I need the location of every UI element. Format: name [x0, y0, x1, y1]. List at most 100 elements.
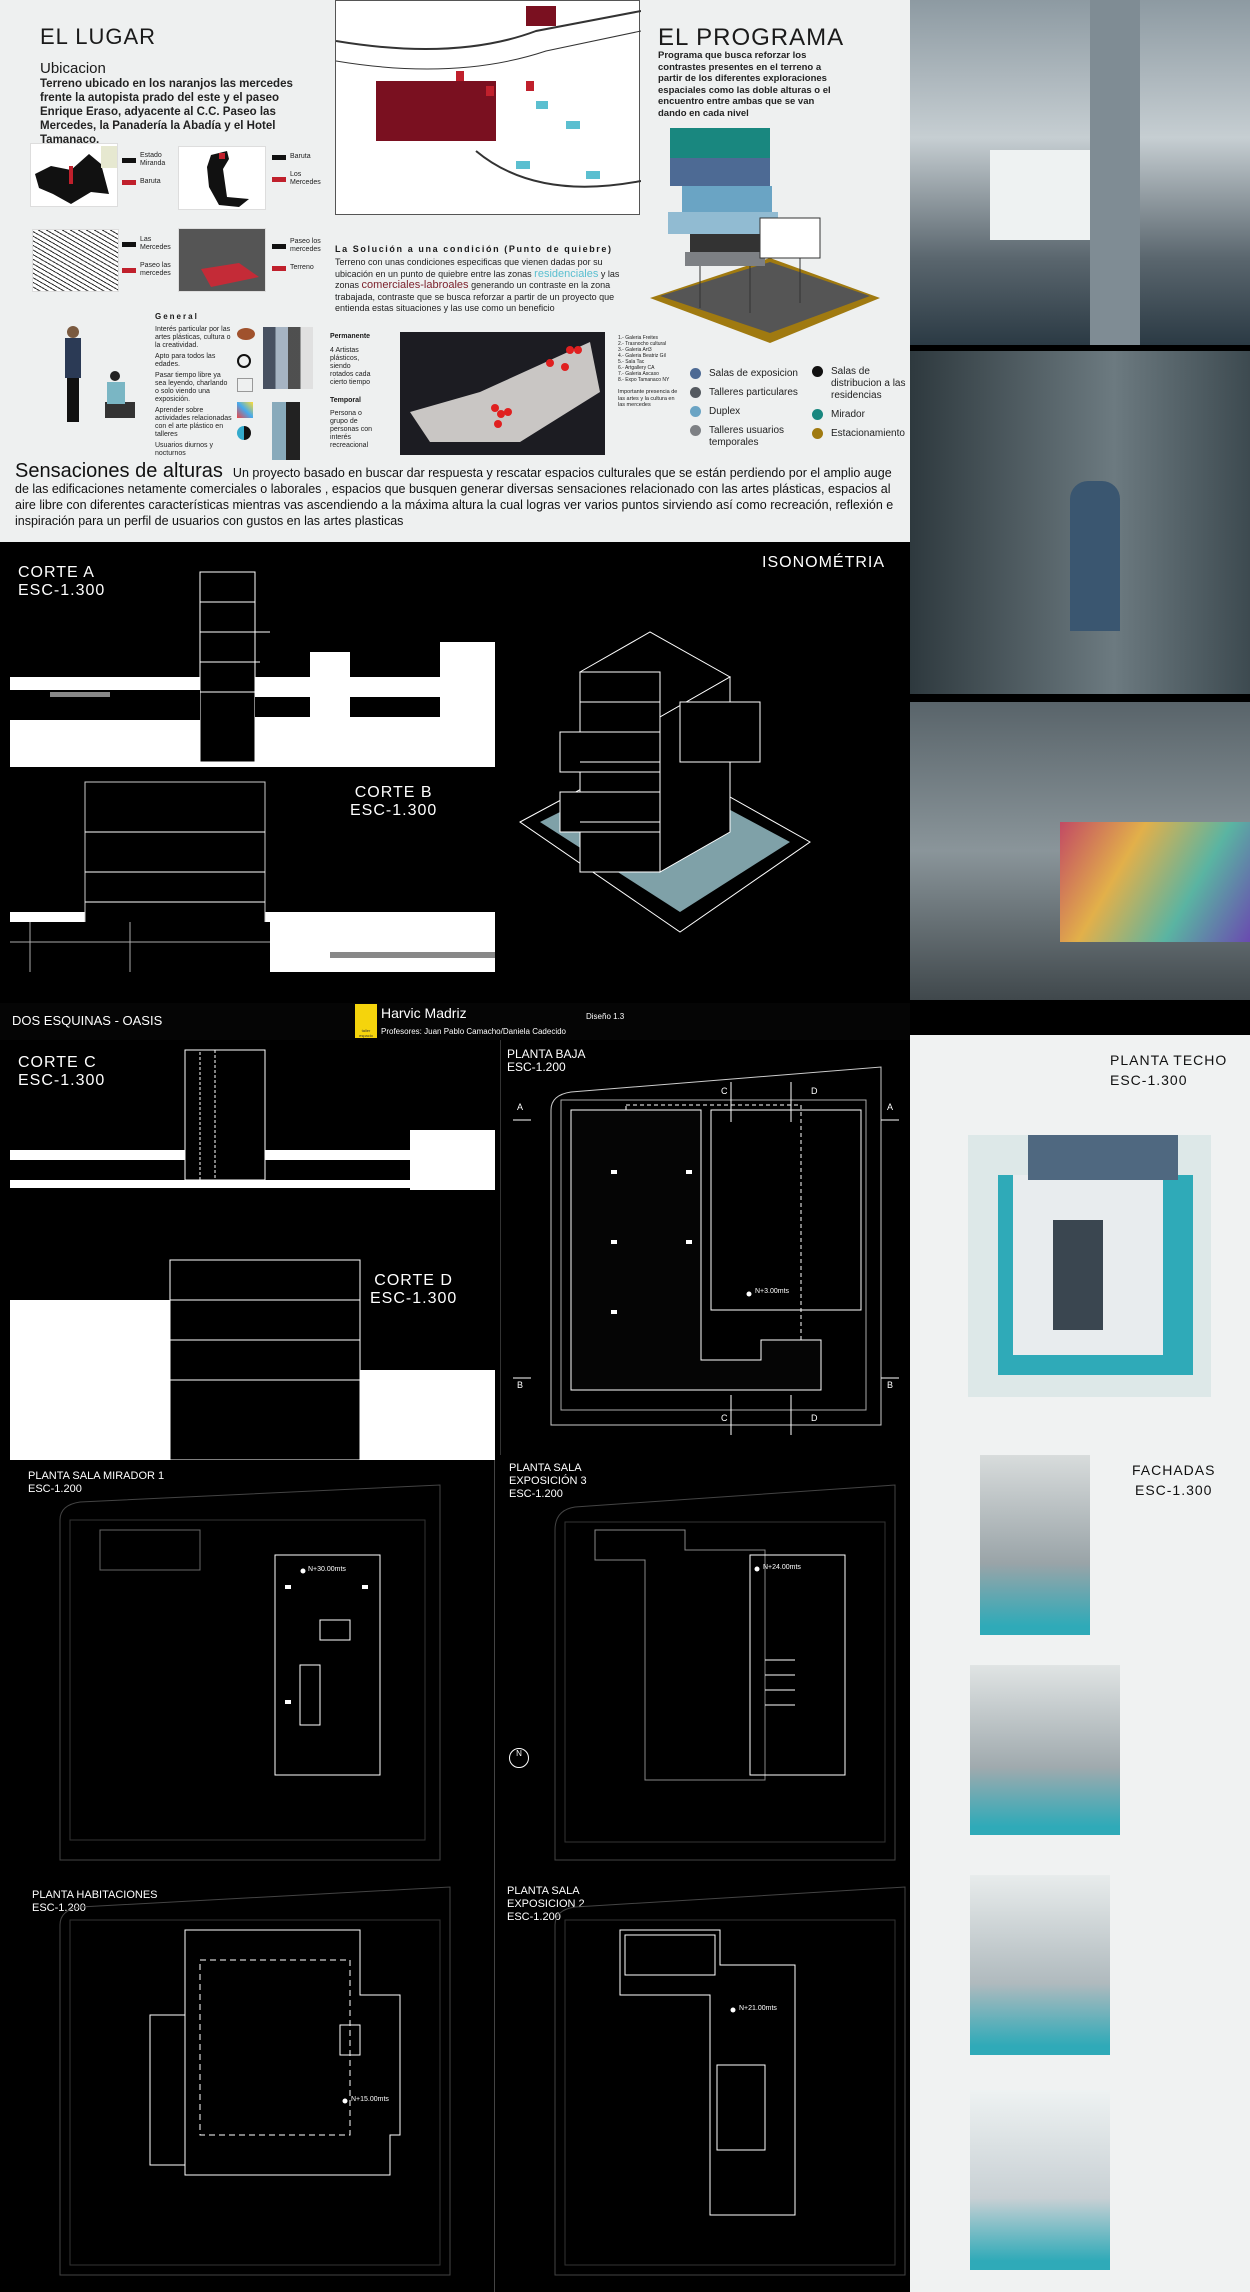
section-marker-a: A — [517, 1102, 524, 1112]
day-night-icon — [237, 426, 251, 440]
legend-label: Baruta — [140, 178, 161, 185]
concept-panel: EL LUGAR Ubicacion Terreno ubicado en lo… — [0, 0, 910, 542]
book-icon — [237, 378, 253, 392]
author-name: Harvic Madriz — [381, 1005, 467, 1021]
legend-label: Baruta — [290, 153, 311, 160]
map-legend-3: Las Mercedes Paseo las mercedes — [122, 236, 174, 278]
title-banner: DOS ESQUINAS - OASIS taller espacio Harv… — [0, 1003, 910, 1040]
corte-a-title: CORTE A — [18, 564, 95, 581]
general-item: Apto para todos las edades. — [155, 353, 216, 368]
column — [1090, 0, 1140, 345]
permanente-text: 4 Artistas plásticos, siendo rotados cad… — [330, 347, 371, 386]
planta-mirador-scale: ESC-1.200 — [28, 1483, 82, 1495]
user-icons — [237, 328, 257, 440]
section-marker-c: C — [721, 1413, 728, 1423]
programa-text: Programa que busca reforzar los contrast… — [658, 50, 831, 119]
legend-item: Salas de distribucion a las residencias — [812, 366, 910, 402]
map-legend-2: Baruta Los Mercedes — [272, 153, 328, 187]
general-item: Pasar tiempo libre ya sea leyendo, charl… — [155, 372, 228, 403]
program-axonometry — [640, 128, 910, 353]
ubicacion-subtitle: Ubicacion — [40, 60, 106, 77]
course-name: Diseño 1.3 — [586, 1012, 625, 1021]
age-icon — [237, 354, 251, 368]
planta-habitaciones-scale: ESC-1.200 — [32, 1902, 86, 1914]
site-plan — [335, 0, 641, 215]
programa-title: EL PROGRAMA — [658, 24, 845, 51]
legend-label: Estado Miranda — [140, 152, 166, 167]
corte-c-scale: ESC-1.300 — [18, 1072, 106, 1089]
gallery-item: 5.- Sala Tac — [618, 359, 645, 365]
lugar-title: EL LUGAR — [40, 24, 157, 49]
legend-item: Estacionamiento — [812, 428, 910, 440]
legend-label: Mirador — [831, 409, 865, 420]
legend-label: Talleres usuarios temporales — [709, 425, 785, 448]
fachadas-scale: ESC-1.300 — [1134, 1482, 1213, 1498]
sensaciones-text: Un proyecto basado en buscar dar respues… — [15, 466, 894, 528]
north-label: N — [516, 1749, 522, 1758]
planta-expo3-level: N+24.00mts — [763, 1564, 801, 1571]
general-item: Interés particular por las artes plástic… — [155, 326, 231, 349]
legend-label: Talleres particulares — [709, 387, 798, 398]
mural — [1060, 822, 1250, 942]
gallery-item: 6.- Artgallery CA — [618, 365, 655, 371]
legend-label: Salas de exposicion — [709, 368, 798, 379]
map-las-mercedes — [32, 229, 119, 292]
legend-label: Terreno — [290, 264, 314, 271]
gallery-item: 3.- Galeria Art3 — [618, 347, 652, 353]
studio-logo: taller espacio — [355, 1004, 377, 1038]
planta-expo2-title: PLANTA SALA EXPOSICION 2 — [507, 1885, 585, 1910]
gallery-item: 7.- Galeria Ascaso — [618, 371, 659, 377]
section-marker-d: D — [811, 1413, 818, 1423]
group-people-figure — [263, 327, 313, 389]
gallery-item: 1.- Galeria Freites — [618, 335, 659, 341]
map-baruta — [178, 146, 266, 210]
permanente-title: Permanente — [330, 333, 371, 340]
comerciales-highlight: comerciales-labroales — [361, 279, 469, 291]
galleries-list: 1.- Galeria Freites 2.- Trasnocho cultur… — [618, 335, 678, 409]
solucion-text: Terreno con unas condiciones especificas… — [335, 257, 625, 315]
aerial-photo-terreno — [178, 228, 266, 292]
general-title: General — [155, 312, 199, 321]
map-legend-4: Paseo los mercedes Terreno — [272, 238, 328, 272]
planta-habitaciones-level: N+15.00mts — [351, 2096, 389, 2103]
legend-item: Duplex — [690, 406, 805, 418]
galleries-map — [400, 332, 605, 455]
gallery-item: 8.- Expo Tamanaco NY — [618, 377, 670, 383]
corte-d-title: CORTE D — [374, 1272, 453, 1289]
fachadas-title: FACHADAS — [1132, 1462, 1216, 1478]
legend-item: Talleres usuarios temporales — [690, 425, 805, 449]
sensaciones-title: Sensaciones de alturas — [15, 460, 223, 482]
facade-render-3 — [970, 1875, 1110, 2055]
general-item: Usuarios diurnos y nocturnos — [155, 442, 213, 457]
roof-plan-render — [968, 1135, 1211, 1397]
corte-b-scale: ESC-1.300 — [350, 802, 438, 819]
programa-legend-left: Salas de exposicion Talleres particulare… — [690, 368, 805, 456]
north-arrow-icon: N — [509, 1748, 529, 1768]
fachadas-label: FACHADAS ESC-1.300 — [1132, 1460, 1215, 1500]
planta-techo-scale: ESC-1.300 — [1110, 1072, 1188, 1088]
facade-render-2 — [970, 1665, 1120, 1835]
facade-render-4 — [970, 2090, 1110, 2270]
planta-baja-level: N+3.00mts — [755, 1288, 790, 1295]
legend-label: Salas de distribucion a las residencias — [831, 366, 906, 401]
ubicacion-text: Terreno ubicado en los naranjos las merc… — [40, 78, 293, 146]
legend-label: Duplex — [709, 406, 741, 417]
professors: Profesores: Juan Pablo Camacho/Daniela C… — [381, 1027, 566, 1036]
planta-expo2-scale: ESC-1.200 — [507, 1911, 561, 1923]
solucion-text-a: Terreno con unas condiciones especificas… — [335, 257, 603, 279]
planta-expo3-scale: ESC-1.200 — [509, 1488, 563, 1500]
planta-expo3-title: PLANTA SALA EXPOSICIÓN 3 — [509, 1462, 587, 1487]
corte-d-scale: ESC-1.300 — [370, 1290, 458, 1307]
project-name: DOS ESQUINAS - OASIS — [12, 1013, 163, 1028]
solucion-title: La Solución a una condición (Punto de qu… — [335, 244, 613, 254]
